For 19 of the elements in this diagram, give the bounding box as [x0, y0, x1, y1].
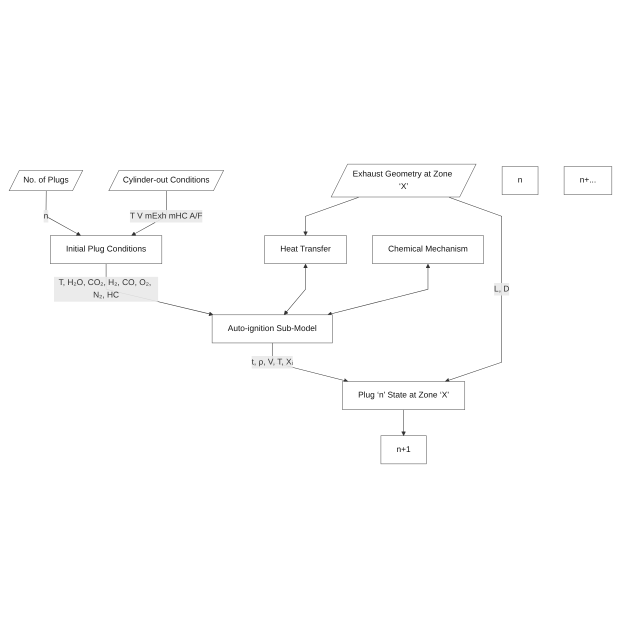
- node-box: [342, 382, 466, 410]
- node-box: [264, 236, 347, 264]
- node-box: [564, 166, 612, 196]
- arrow: [401, 410, 406, 436]
- edge-label: n: [44, 212, 48, 221]
- edge-label: L, D: [494, 285, 510, 294]
- edge-label: T, H₂O, CO₂, H₂, CO, O₂, N₂, HC: [58, 278, 152, 300]
- node-box: [502, 166, 538, 196]
- arrow: [444, 198, 502, 383]
- arrow: [46, 191, 81, 236]
- node-box: [380, 436, 427, 465]
- arrow: [327, 264, 430, 316]
- arrow: [284, 264, 308, 316]
- node-box: [50, 236, 162, 264]
- edge-label: t, ρ, V, T, Xᵢ: [252, 358, 293, 367]
- node-box: [372, 236, 484, 264]
- flowchart-drawing: n T V mExh mHC A/F T, H₂O, CO₂, H₂, CO, O₂, N₂, HC t, ρ, V, T, Xᵢ L, D No. of Plugs Cylinder-out Conditions Initial Plug Conditions Exhaust Geometry at Zone ‘X’ Heat Transfer Auto-ignition Sub-Model Chemical Mechanism Plug ‘n’ State at Zone ‘X’ n n+1 n+...: [5, 160, 616, 469]
- node-box: [212, 315, 333, 344]
- edge-label: T V mExh mHC A/F: [130, 212, 203, 221]
